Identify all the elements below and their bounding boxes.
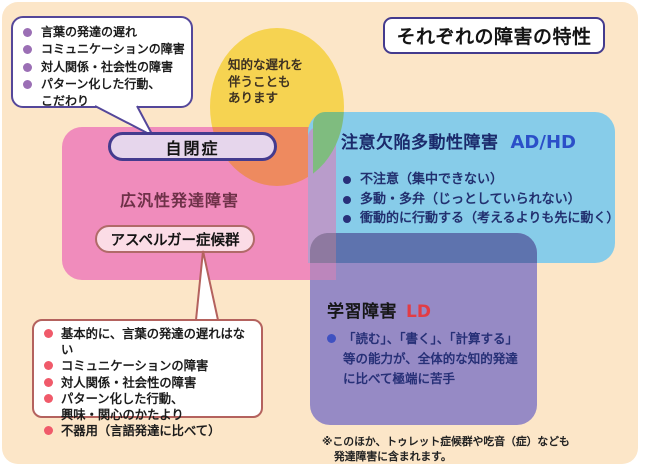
list-item-text: コミュニケーションの障害 [61, 359, 209, 374]
list-item: 衝動的に行動する（考えるよりも先に動く） [343, 209, 619, 229]
text-line: ※このほか、トゥレット症候群や吃音（症）なども [322, 435, 570, 448]
autism-label: 自閉症 [165, 138, 220, 158]
text-line: 発達障害に含まれます。 [334, 449, 452, 463]
list-item: 基本的に、言葉の発達の遅れはない [44, 326, 257, 358]
bullet-dot-icon [343, 176, 351, 184]
list-item-text: パターン化した行動、 [41, 76, 161, 91]
bullet-dot-icon [44, 426, 53, 436]
list-item-text: 衝動的に行動する（考えるよりも先に動く） [360, 211, 620, 226]
list-item: 対人関係・社会性の障害 [44, 375, 257, 391]
bullet-dot-icon [23, 79, 32, 89]
adhd-traits-list: 不注意（集中できない） 多動・多弁（じっとしていられない） 衝動的に行動する（考える… [343, 170, 619, 229]
page-title-box: それぞれの障害の特性 [383, 17, 605, 54]
pdd-label: 広汎性発達障害 [120, 191, 240, 210]
ld-abbr: LD [406, 302, 431, 322]
bullet-dot-icon [327, 334, 336, 343]
list-item-text: 言葉の発達の遅れ [41, 25, 138, 39]
footnote: ※このほか、トゥレット症候群や吃音（症）なども発達障害に含まれます。 [322, 435, 570, 464]
green-overlap-shape [313, 112, 344, 186]
bullet-dot-icon [343, 195, 351, 204]
list-item: パターン化した行動、 [23, 76, 187, 93]
adhd-title-jp: 注意欠陥多動性障害 [341, 133, 499, 153]
adhd-title: 注意欠陥多動性障害 AD/HD [341, 128, 576, 153]
text-line: あります [228, 90, 279, 105]
ld-title: 学習障害 LD [327, 297, 431, 322]
ld-traits-list: 「読む」、「書く」、「計算する」等の能力が、全体的な知的発達に比べて極端に苦手 [327, 329, 518, 389]
list-item-text: パターン化した行動、 [61, 391, 184, 406]
bullet-dot-icon [44, 393, 53, 403]
list-item: コミュニケーションの障害 [23, 41, 187, 58]
list-item: 興味・関心のかたより [44, 407, 257, 423]
list-item-text: 「読む」、「書く」、「計算する」 [343, 331, 519, 346]
asperger-label: アスペルガー症候群 [110, 232, 240, 249]
adhd-abbr: AD/HD [510, 132, 576, 153]
asperger-bubble-tail [195, 250, 219, 321]
list-item: こだわり [23, 93, 187, 110]
list-item-text: 基本的に、言葉の発達の遅れはない [61, 327, 246, 358]
list-item-text: こだわり [41, 94, 90, 109]
text-line: 伴うことも [228, 73, 291, 89]
text-line: 知的な遅れを [228, 57, 304, 72]
asperger-traits-bubble: 基本的に、言葉の発達の遅れはないコミュニケーションの障害対人関係・社会性の障害パ… [32, 319, 263, 438]
list-item-text: 不器用（言語発達に比べて） [61, 424, 221, 439]
list-item: 「読む」、「書く」、「計算する」 [327, 329, 518, 349]
list-item-text: コミュニケーションの障害 [41, 42, 185, 57]
list-item: 等の能力が、全体的な知的発達 [327, 349, 518, 369]
ld-region [310, 233, 537, 425]
asperger-label-pill: アスペルガー症候群 [95, 225, 255, 253]
bullet-dot-icon [23, 28, 32, 37]
ld-title-jp: 学習障害 [327, 302, 397, 322]
list-item-text: 等の能力が、全体的な知的発達 [343, 351, 518, 366]
bullet-dot-icon [44, 377, 53, 387]
autism-label-pill: 自閉症 [108, 132, 277, 161]
list-item: 不注意（集中できない） [343, 170, 619, 190]
bullet-dot-icon [44, 329, 53, 338]
list-item: 多動・多弁（じっとしていられない） [343, 190, 619, 210]
circle-adhd-overlap [313, 112, 344, 186]
list-item-text: 多動・多弁（じっとしていられない） [360, 191, 581, 207]
list-item: 言葉の発達の遅れ [23, 24, 187, 41]
bullet-dot-icon [44, 361, 53, 371]
list-item: に比べて極端に苦手 [327, 369, 518, 389]
page-title: それぞれの障害の特性 [396, 26, 592, 48]
list-item-text: に比べて極端に苦手 [343, 371, 456, 386]
list-item: パターン化した行動、 [44, 391, 257, 407]
list-item: コミュニケーションの障害 [44, 358, 257, 374]
autism-traits-bubble: 言葉の発達の遅れコミュニケーションの障害対人関係・社会性の障害パターン化した行動… [11, 16, 193, 108]
bullet-dot-icon [343, 215, 351, 223]
intellectual-delay-note: 知的な遅れを伴うこともあります [228, 57, 303, 107]
ld-adhd-overlap [310, 233, 537, 263]
ld-adhd-pdd-overlap [310, 233, 336, 263]
list-item: 不器用（言語発達に比べて） [44, 423, 257, 439]
list-item-text: 不注意（集中できない） [360, 172, 504, 187]
list-item-text: 興味・関心のかたより [61, 408, 184, 423]
bullet-dot-icon [23, 45, 32, 55]
bullet-dot-icon [23, 62, 32, 72]
list-item: 対人関係・社会性の障害 [23, 59, 187, 76]
list-item-text: 対人関係・社会性の障害 [61, 375, 197, 390]
list-item-text: 対人関係・社会性の障害 [41, 59, 174, 74]
ld-pdd-overlap [310, 263, 336, 280]
